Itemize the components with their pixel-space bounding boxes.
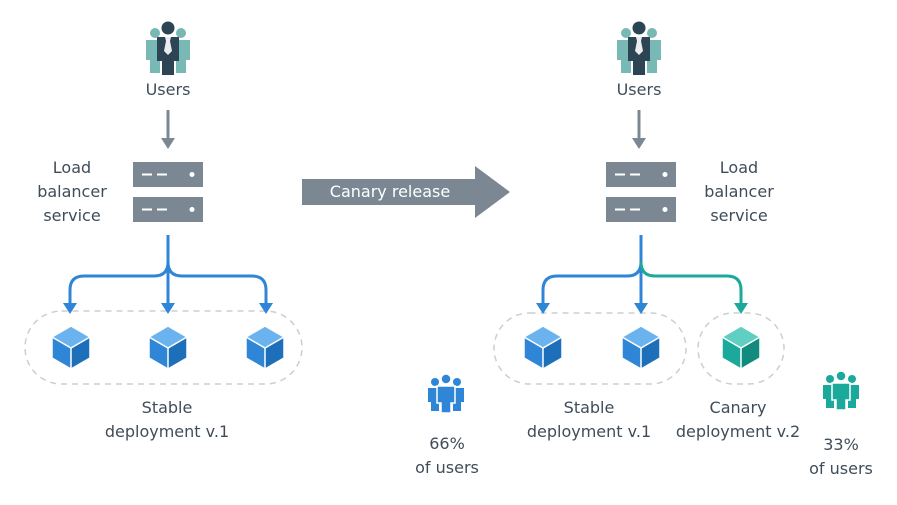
- users-label: Users: [145, 80, 191, 99]
- users-label: Users: [616, 80, 662, 99]
- load-balancer-label-line2: balancer: [704, 182, 774, 201]
- canary-share-text: of users: [809, 459, 873, 478]
- load-balancer-label-line3: service: [710, 206, 768, 225]
- canary-share-percent: 33%: [823, 435, 859, 454]
- stable-deployment-label-line1: Stable: [141, 398, 193, 417]
- stable-group-outline: [24, 310, 303, 385]
- load-balancer-label-line1: Load: [719, 158, 759, 177]
- stable-routing-arrowheads: [63, 303, 273, 314]
- stable-routing-lines: [541, 235, 643, 304]
- stable-deployment-label-line2: deployment v.1: [526, 422, 652, 441]
- load-balancer-label-line2: balancer: [37, 182, 107, 201]
- canary-group-outline: [697, 312, 785, 385]
- users-group-icon: [617, 21, 661, 75]
- cube-icon: [621, 325, 661, 370]
- canary-users-icon: [822, 370, 860, 411]
- routing-arrowheads: [536, 303, 748, 314]
- cube-icon: [721, 325, 761, 370]
- cube-icon: [523, 325, 563, 370]
- stable-share-percent: 66%: [429, 434, 465, 453]
- canary-deployment-label-line1: Canary: [709, 398, 767, 417]
- cube-icon: [245, 325, 285, 370]
- load-balancer-label-line1: Load: [52, 158, 92, 177]
- stable-routing-lines: [68, 235, 268, 304]
- server-icon: [605, 161, 677, 223]
- users-to-lb-arrow: [632, 110, 646, 149]
- canary-release-arrow: [302, 166, 510, 218]
- users-group-icon: [146, 21, 190, 75]
- stable-share-text: of users: [415, 458, 479, 477]
- cube-icon: [51, 325, 91, 370]
- load-balancer-label-line3: service: [43, 206, 101, 225]
- stable-group-outline: [493, 312, 687, 385]
- users-to-lb-arrow: [161, 110, 175, 149]
- cube-icon: [148, 325, 188, 370]
- stable-users-icon: [427, 373, 465, 414]
- stable-deployment-label-line1: Stable: [563, 398, 615, 417]
- canary-routing-line: [639, 261, 743, 304]
- server-icon: [132, 161, 204, 223]
- canary-release-label: Canary release: [329, 182, 451, 201]
- canary-deployment-label-line2: deployment v.2: [675, 422, 801, 441]
- stable-deployment-label-line2: deployment v.1: [104, 422, 230, 441]
